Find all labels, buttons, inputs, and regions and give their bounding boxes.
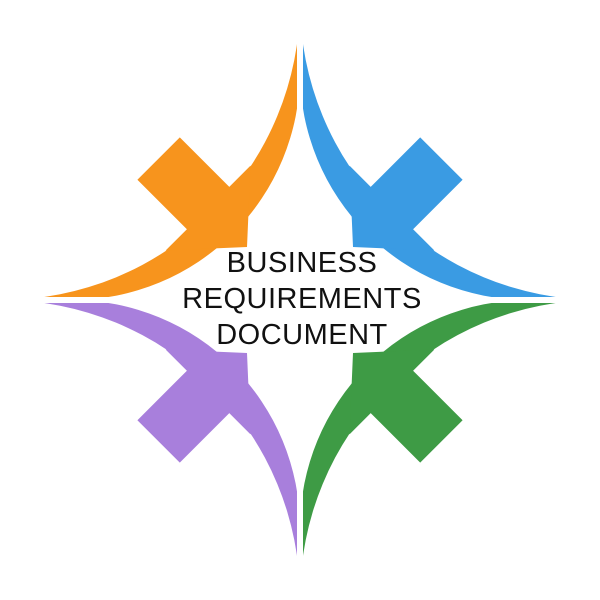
segment-project-charter-arrow	[137, 137, 251, 251]
center-title: BUSINESS REQUIREMENTS DOCUMENT	[182, 247, 422, 351]
segment-future-state-arrow	[137, 349, 251, 463]
center-title-line-3: DOCUMENT	[216, 319, 388, 351]
segment-measurements-arrow	[349, 349, 463, 463]
center-title-line-2: REQUIREMENTS	[182, 283, 422, 315]
center-title-line-1: BUSINESS	[227, 247, 378, 279]
segment-current-state-arrow	[349, 137, 463, 251]
